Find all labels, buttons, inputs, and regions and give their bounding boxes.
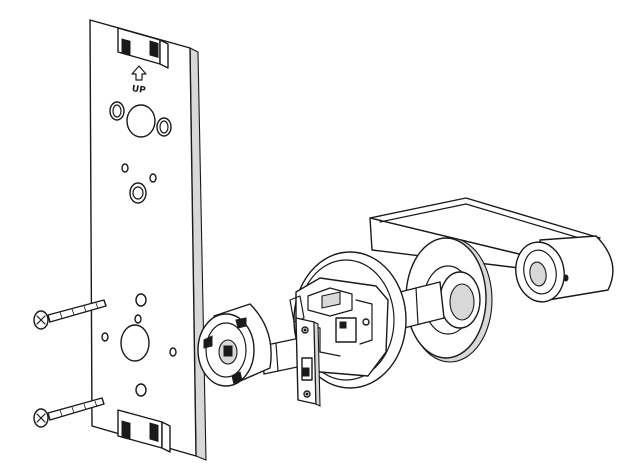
lever-rose: [405, 237, 493, 363]
latch-bolt: [261, 317, 321, 407]
upper-mounting-holes: [109, 101, 172, 138]
bottom-bracket-tab: [117, 409, 171, 453]
top-bracket-tab: [117, 27, 169, 69]
mounting-screw-upper: [33, 299, 107, 330]
mounting-plate: UP: [89, 19, 207, 461]
lever-handle: [369, 197, 614, 303]
up-arrow-icon: [131, 65, 147, 81]
up-label: UP: [131, 84, 147, 96]
cylinder-housing: [197, 303, 272, 387]
middle-mounting-holes: [121, 163, 157, 307]
mounting-screw-lower: [33, 397, 105, 428]
lower-mounting-holes: [101, 314, 177, 397]
